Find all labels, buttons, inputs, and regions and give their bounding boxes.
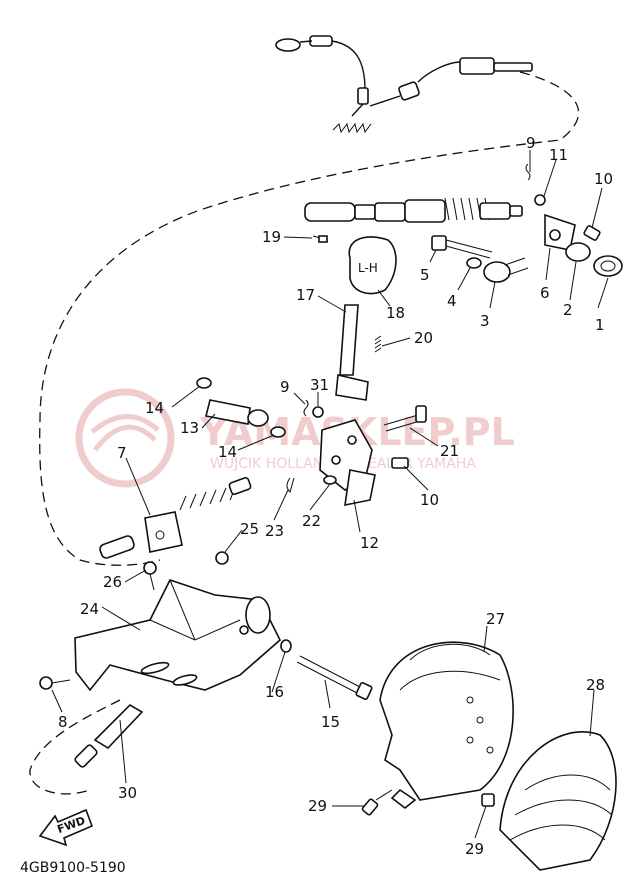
callout-30: 30 [118,784,137,802]
bolt-21-shaft [383,414,421,432]
shift-lever-17 [339,304,359,376]
callout-24-25: 25 [240,520,259,538]
shift-cable-7 [99,476,252,559]
callout-11: 11 [549,146,568,164]
washer-22 [323,475,337,485]
bolt-29-left [361,798,379,816]
callout-21: 21 [440,442,459,460]
shift-lever-assembly: L-H [312,235,397,401]
washer-11 [534,194,546,206]
shift-knob-18 [348,236,397,295]
cotter-pin-9-upper [525,163,531,181]
svg-text:L-H: L-H [358,261,378,275]
cover-28 [499,731,617,871]
bracket-24-assembly [39,551,292,692]
callout-8: 8 [58,713,68,731]
clip-23 [286,477,295,493]
callout-19: 19 [262,228,281,246]
callout-29-right: 29 [465,840,484,858]
callout-26: 26 [103,573,122,591]
upper-cable-assembly [275,35,533,134]
callout-14-lower: 14 [218,443,237,461]
bolt-8 [39,676,53,690]
grommet-1 [593,255,623,277]
bolt-25 [215,551,229,565]
callout-12: 12 [360,534,379,552]
lever-base-assembly [286,399,427,507]
bolt-10-lower [391,457,409,469]
watermark-logo-icon [75,388,175,488]
cover-27 [379,641,514,810]
callout-18: 18 [386,304,405,322]
callout-9-upper: 9 [526,134,536,152]
cotter-pin-9-lower [303,399,309,417]
cable-end-30 [74,703,144,768]
callout-6: 6 [540,284,550,302]
callout-9-lower: 9 [280,378,290,396]
callout-2: 2 [563,301,573,319]
spring-20 [374,335,382,353]
callout-4: 4 [447,292,457,310]
callout-29-left: 29 [308,797,327,815]
spring-3 [483,261,511,283]
washer-16 [280,639,292,653]
callout-labels: 1 2 3 4 5 6 7 8 9 9 10 10 11 12 13 14 14… [58,134,613,858]
cable-route-dashed-line [39,71,580,566]
collar-2 [565,242,591,262]
oring-14-lower [270,426,286,438]
bolt-26 [143,561,157,575]
callout-13: 13 [180,419,199,437]
bolt-21-head [415,405,427,423]
callout-1: 1 [595,316,605,334]
callout-15: 15 [321,713,340,731]
callout-27: 27 [486,610,505,628]
pin-13 [205,399,251,425]
bolt-5-shaft [445,239,493,259]
fwd-arrow-icon: FWD [38,808,94,847]
callout-22: 22 [302,512,321,530]
cable-route-dashed-line-lower [29,699,121,795]
bolt-15 [296,655,373,701]
washer-4 [466,257,482,269]
callout-24: 24 [80,600,99,618]
callout-20: 20 [414,329,433,347]
washer-31 [312,406,324,418]
bolt-29-right [481,793,495,807]
callout-17: 17 [296,286,315,304]
callout-23: 23 [265,522,284,540]
callout-28: 28 [586,676,605,694]
callout-7: 7 [117,444,127,462]
callout-31: 31 [310,376,329,394]
callout-10-upper: 10 [594,170,613,188]
cable-end-parts [431,163,623,283]
callout-10-lower: 10 [420,491,439,509]
oring-14-upper [196,377,212,389]
bolt-5-head [431,235,447,251]
callout-leaders [51,150,609,839]
pin-13-assembly [196,377,286,438]
catalog-code: 4GB9100-5190 [20,860,126,876]
bracket-24 [74,579,281,692]
callout-16: 16 [265,683,284,701]
callout-14-upper: 14 [145,399,164,417]
bolt-10-upper [583,225,601,241]
callout-3: 3 [480,312,490,330]
throttle-cable [304,197,523,223]
callout-5: 5 [420,266,430,284]
